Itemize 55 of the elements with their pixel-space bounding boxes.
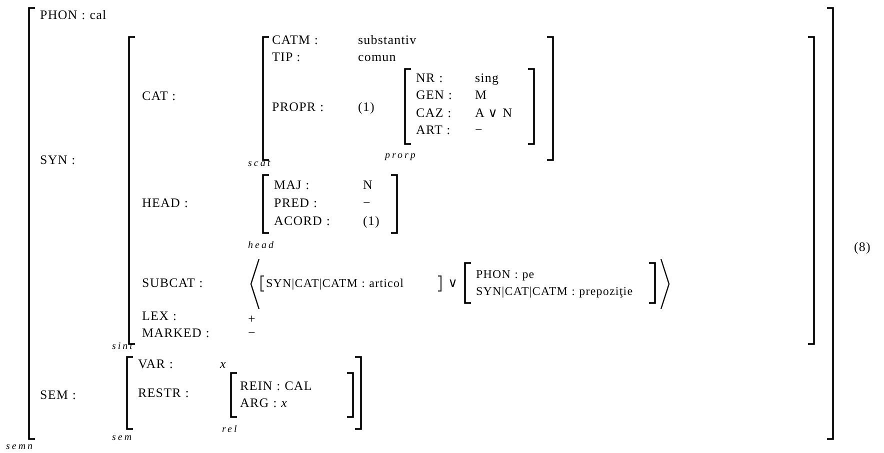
attribute-value-matrix (262, 174, 398, 234)
attribute-value-matrix (404, 68, 535, 145)
feature-name: PHON : cal (40, 7, 107, 23)
attribute-value-matrix (262, 36, 554, 161)
feature-value: − (475, 122, 483, 138)
attribute-value-matrix (230, 372, 354, 418)
feature-name: ART : (416, 122, 451, 138)
feature-value: M (475, 87, 488, 103)
type-subscript: head (248, 240, 276, 252)
feature-name: PRED : (274, 195, 318, 211)
feature-value: N (363, 177, 373, 193)
feature-name: MARKED : (142, 325, 210, 341)
feature-text: REIN : CAL (240, 378, 312, 394)
feature-name: ACORD : (274, 213, 331, 229)
feature-name: RESTR : (138, 385, 190, 401)
feature-name: HEAD : (142, 195, 189, 211)
type-subscript: semn (6, 441, 35, 453)
feature-value: (1) (363, 213, 380, 229)
feature-name: SEM : (40, 387, 77, 403)
feature-name: TIP : (272, 49, 301, 65)
constraint-text: SYN|CAT|CATM : articol (266, 275, 404, 291)
feature-value: + (248, 311, 256, 327)
feature-name: LEX : (142, 308, 178, 324)
feature-name: CAZ : (416, 105, 452, 121)
feature-name: SYN : (40, 152, 76, 168)
bracketed-constraint (260, 275, 442, 292)
feature-value: sing (475, 70, 500, 86)
disjunction-symbol: ∨ (448, 275, 459, 291)
equation-number: (8) (854, 239, 871, 255)
feature-name: GEN : (416, 87, 453, 103)
feature-value: comun (358, 49, 396, 65)
type-subscript: scat (248, 158, 272, 170)
feature-value: x (220, 356, 226, 372)
feature-value: substantiv (358, 32, 417, 48)
type-subscript: prorp (385, 150, 418, 162)
feature-text: ARG : x (240, 395, 288, 411)
attribute-value-matrix (464, 262, 656, 304)
feature-name: NR : (416, 70, 444, 86)
type-subscript: sint (112, 341, 134, 353)
feature-value: A ∨ N (475, 105, 513, 121)
feature-name: VAR : (138, 356, 174, 372)
feature-text: PHON : pe (476, 266, 535, 282)
feature-text: SYN|CAT|CATM : prepoziţie (476, 283, 634, 299)
type-subscript: sem (112, 432, 134, 444)
attribute-value-matrix (28, 7, 834, 440)
feature-name: MAJ : (274, 177, 310, 193)
feature-name: CAT : (142, 88, 176, 104)
feature-name: PROPR : (272, 99, 324, 115)
type-subscript: rel (222, 424, 239, 436)
feature-value: (1) (358, 99, 375, 115)
list-angle-brackets (250, 258, 670, 310)
feature-name: SUBCAT : (142, 275, 204, 291)
feature-value: − (248, 325, 256, 341)
feature-value: − (363, 195, 371, 211)
feature-name: CATM : (272, 32, 319, 48)
